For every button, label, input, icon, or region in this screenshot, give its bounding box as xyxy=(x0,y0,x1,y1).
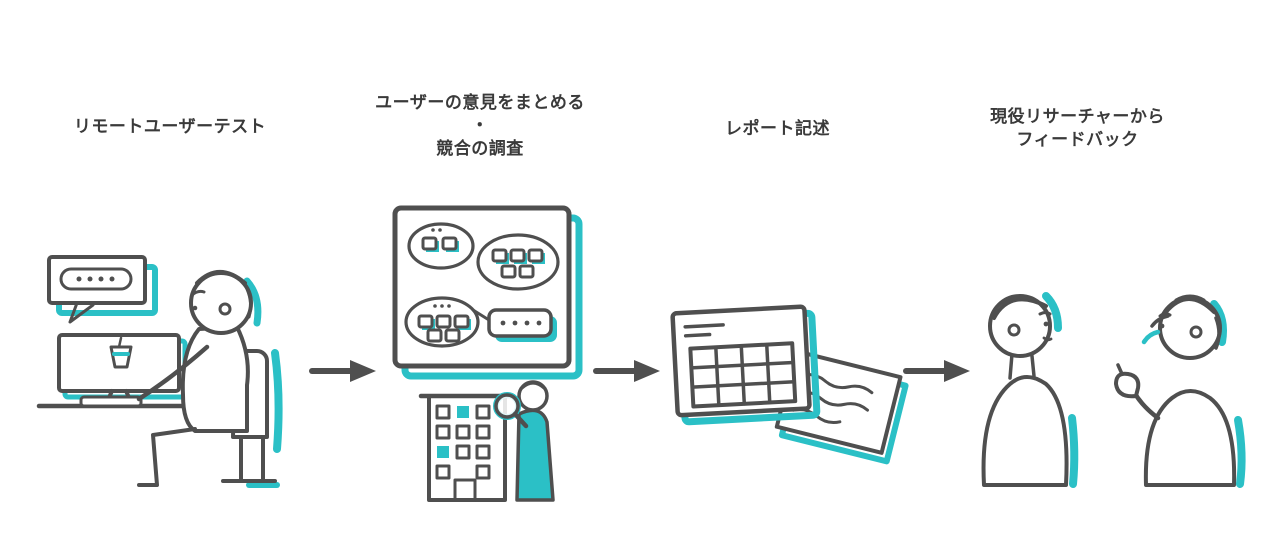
whiteboard-icon xyxy=(392,205,583,380)
report-drawing xyxy=(670,304,909,465)
keyboard-icon xyxy=(79,395,143,408)
door-icon xyxy=(453,478,477,502)
report-table-grid xyxy=(688,341,798,409)
two-people-drawing xyxy=(981,292,1246,488)
mouth-stroke xyxy=(1042,336,1053,342)
arrow-step2-to-step3 xyxy=(592,356,662,386)
label-line: 現役リサーチャーから xyxy=(990,107,1165,127)
eye-dot xyxy=(192,305,198,311)
motion-mark-accent xyxy=(1141,329,1161,345)
subtitle-line xyxy=(683,332,712,338)
right-arrow-icon xyxy=(309,360,376,382)
right-arrow-icon xyxy=(593,360,660,382)
arm-stroke xyxy=(136,344,210,402)
hand-icon xyxy=(1114,371,1141,399)
label-line: ・ xyxy=(471,115,489,136)
right-arrow-icon xyxy=(903,360,970,382)
step-label-remote-user-test: リモートユーザーテスト xyxy=(30,116,310,139)
eye-dot xyxy=(1043,321,1049,327)
report-document-icon xyxy=(670,304,821,426)
right-person-figure xyxy=(1114,294,1246,488)
ear-stroke xyxy=(1007,323,1021,337)
ear-stroke xyxy=(1189,325,1203,339)
motion-mark xyxy=(1150,314,1170,328)
eyebrow-stroke xyxy=(1158,312,1172,318)
speech-bubble-icon xyxy=(471,308,557,342)
ear-stroke xyxy=(218,302,232,316)
eyebrow-stroke xyxy=(1038,311,1052,316)
step-label-summarize-opinions: ユーザーの意見をまとめる ・ 競合の調査 xyxy=(345,92,615,161)
step-label-researcher-feedback: 現役リサーチャーから フィードバック xyxy=(950,106,1205,152)
title-line xyxy=(683,323,725,329)
arrow-step1-to-step2 xyxy=(308,356,378,386)
label-line: リモートユーザーテスト xyxy=(73,117,267,137)
hair-stroke xyxy=(195,270,247,285)
cup-icon xyxy=(109,345,133,369)
researcher-figure xyxy=(493,380,555,502)
label-line: 競合の調査 xyxy=(436,138,524,159)
illustration-person-testing-at-computer xyxy=(35,245,285,495)
eyebrow-stroke xyxy=(190,289,206,297)
hair-stroke xyxy=(1164,297,1216,314)
arrow-step3-to-step4 xyxy=(902,356,972,386)
illustration-two-people-discussing xyxy=(960,270,1250,488)
monitor-icon xyxy=(57,333,188,406)
eye-dot xyxy=(1159,323,1165,329)
illustration-affinity-board-and-company-research xyxy=(385,200,595,510)
step-label-report-writing: レポート記述 xyxy=(660,118,895,141)
person-at-computer-drawing xyxy=(36,255,283,488)
chat-window-icon xyxy=(47,255,158,324)
affinity-board-drawing xyxy=(392,205,583,502)
label-line: レポート記述 xyxy=(725,119,830,139)
illustration-report-documents xyxy=(665,300,910,465)
building-icon xyxy=(418,393,516,502)
label-line: ユーザーの意見をまとめる xyxy=(375,93,585,113)
label-line: フィードバック xyxy=(1016,129,1139,150)
person-figure xyxy=(136,270,262,487)
left-person-figure xyxy=(981,292,1079,488)
magnifier-icon xyxy=(493,392,529,429)
